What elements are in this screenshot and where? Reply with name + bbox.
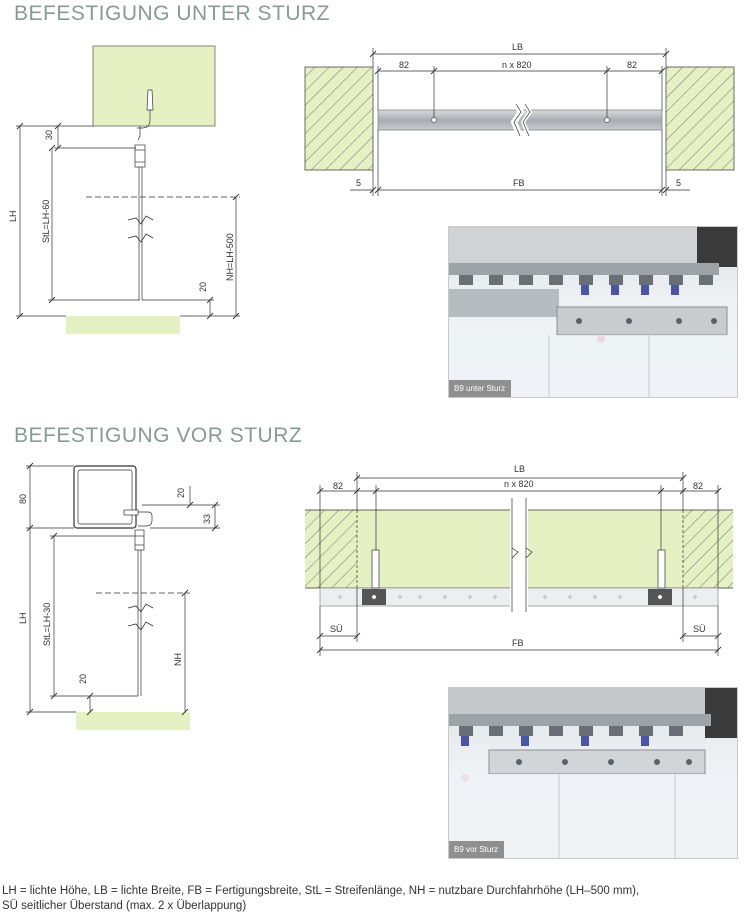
section-heading-under: BEFESTIGUNG UNTER STURZ [14,2,331,25]
section-heading-front: BEFESTIGUNG VOR STURZ [14,424,303,447]
floor-block-front [76,712,190,730]
legend: LH = lichte Höhe, LB = lichte Breite, FB… [2,884,750,914]
dim-front-82-right: 82 [693,481,703,491]
dim-front-80: 80 [18,494,28,504]
overhang-right [683,510,733,588]
photo-front-illustration [449,688,737,858]
dim-front-33: 33 [202,514,212,524]
dim-under-gap: 20 [198,282,208,292]
dim-front-gap: 20 [78,674,88,684]
photo-under-illustration [449,227,737,397]
dim-front-lb: LB [514,464,525,474]
dim-front-su-left: SÜ [330,624,343,634]
dim-under-lb: LB [512,42,523,52]
dim-under-5-left: 5 [356,178,361,188]
dim-under-82-right: 82 [627,60,637,70]
lintel-profile [73,465,137,529]
dim-front-20: 20 [176,488,186,498]
photo-front-lintel: B9 vor Sturz [448,687,738,859]
dim-under-stl: StL=LH-60 [41,200,51,243]
overhang-left [305,510,357,588]
photo-under-caption: B9 unter Sturz [449,380,512,397]
photo-under-lintel: B9 unter Sturz [448,226,738,398]
dim-front-fb: FB [512,638,524,648]
wall-left [304,66,374,171]
floor-block [66,316,180,334]
dim-under-5-right: 5 [676,178,681,188]
dim-front-su-right: SÜ [693,624,706,634]
dim-under-n820: n x 820 [502,60,532,70]
dim-front-82-left: 82 [333,481,343,491]
dim-under-top: 30 [44,130,54,140]
dim-under-82-left: 82 [399,60,409,70]
legend-line-2: SÜ seitlicher Überstand (max. 2 x Überla… [2,900,247,912]
photo-front-caption: B9 vor Sturz [449,841,505,858]
dim-under-lh: LH [8,210,18,222]
legend-line-1: LH = lichte Höhe, LB = lichte Breite, FB… [2,885,640,897]
dim-front-n820: n x 820 [504,479,534,489]
dim-under-nh: NH=LH-500 [225,233,235,281]
wall-right [665,66,735,171]
dim-front-nh: NH [173,653,183,666]
dim-front-stl: StL=LH-30 [42,603,52,646]
dim-front-lh: LH [18,612,28,624]
dim-under-fb: FB [513,178,525,188]
lintel-block [92,45,216,127]
